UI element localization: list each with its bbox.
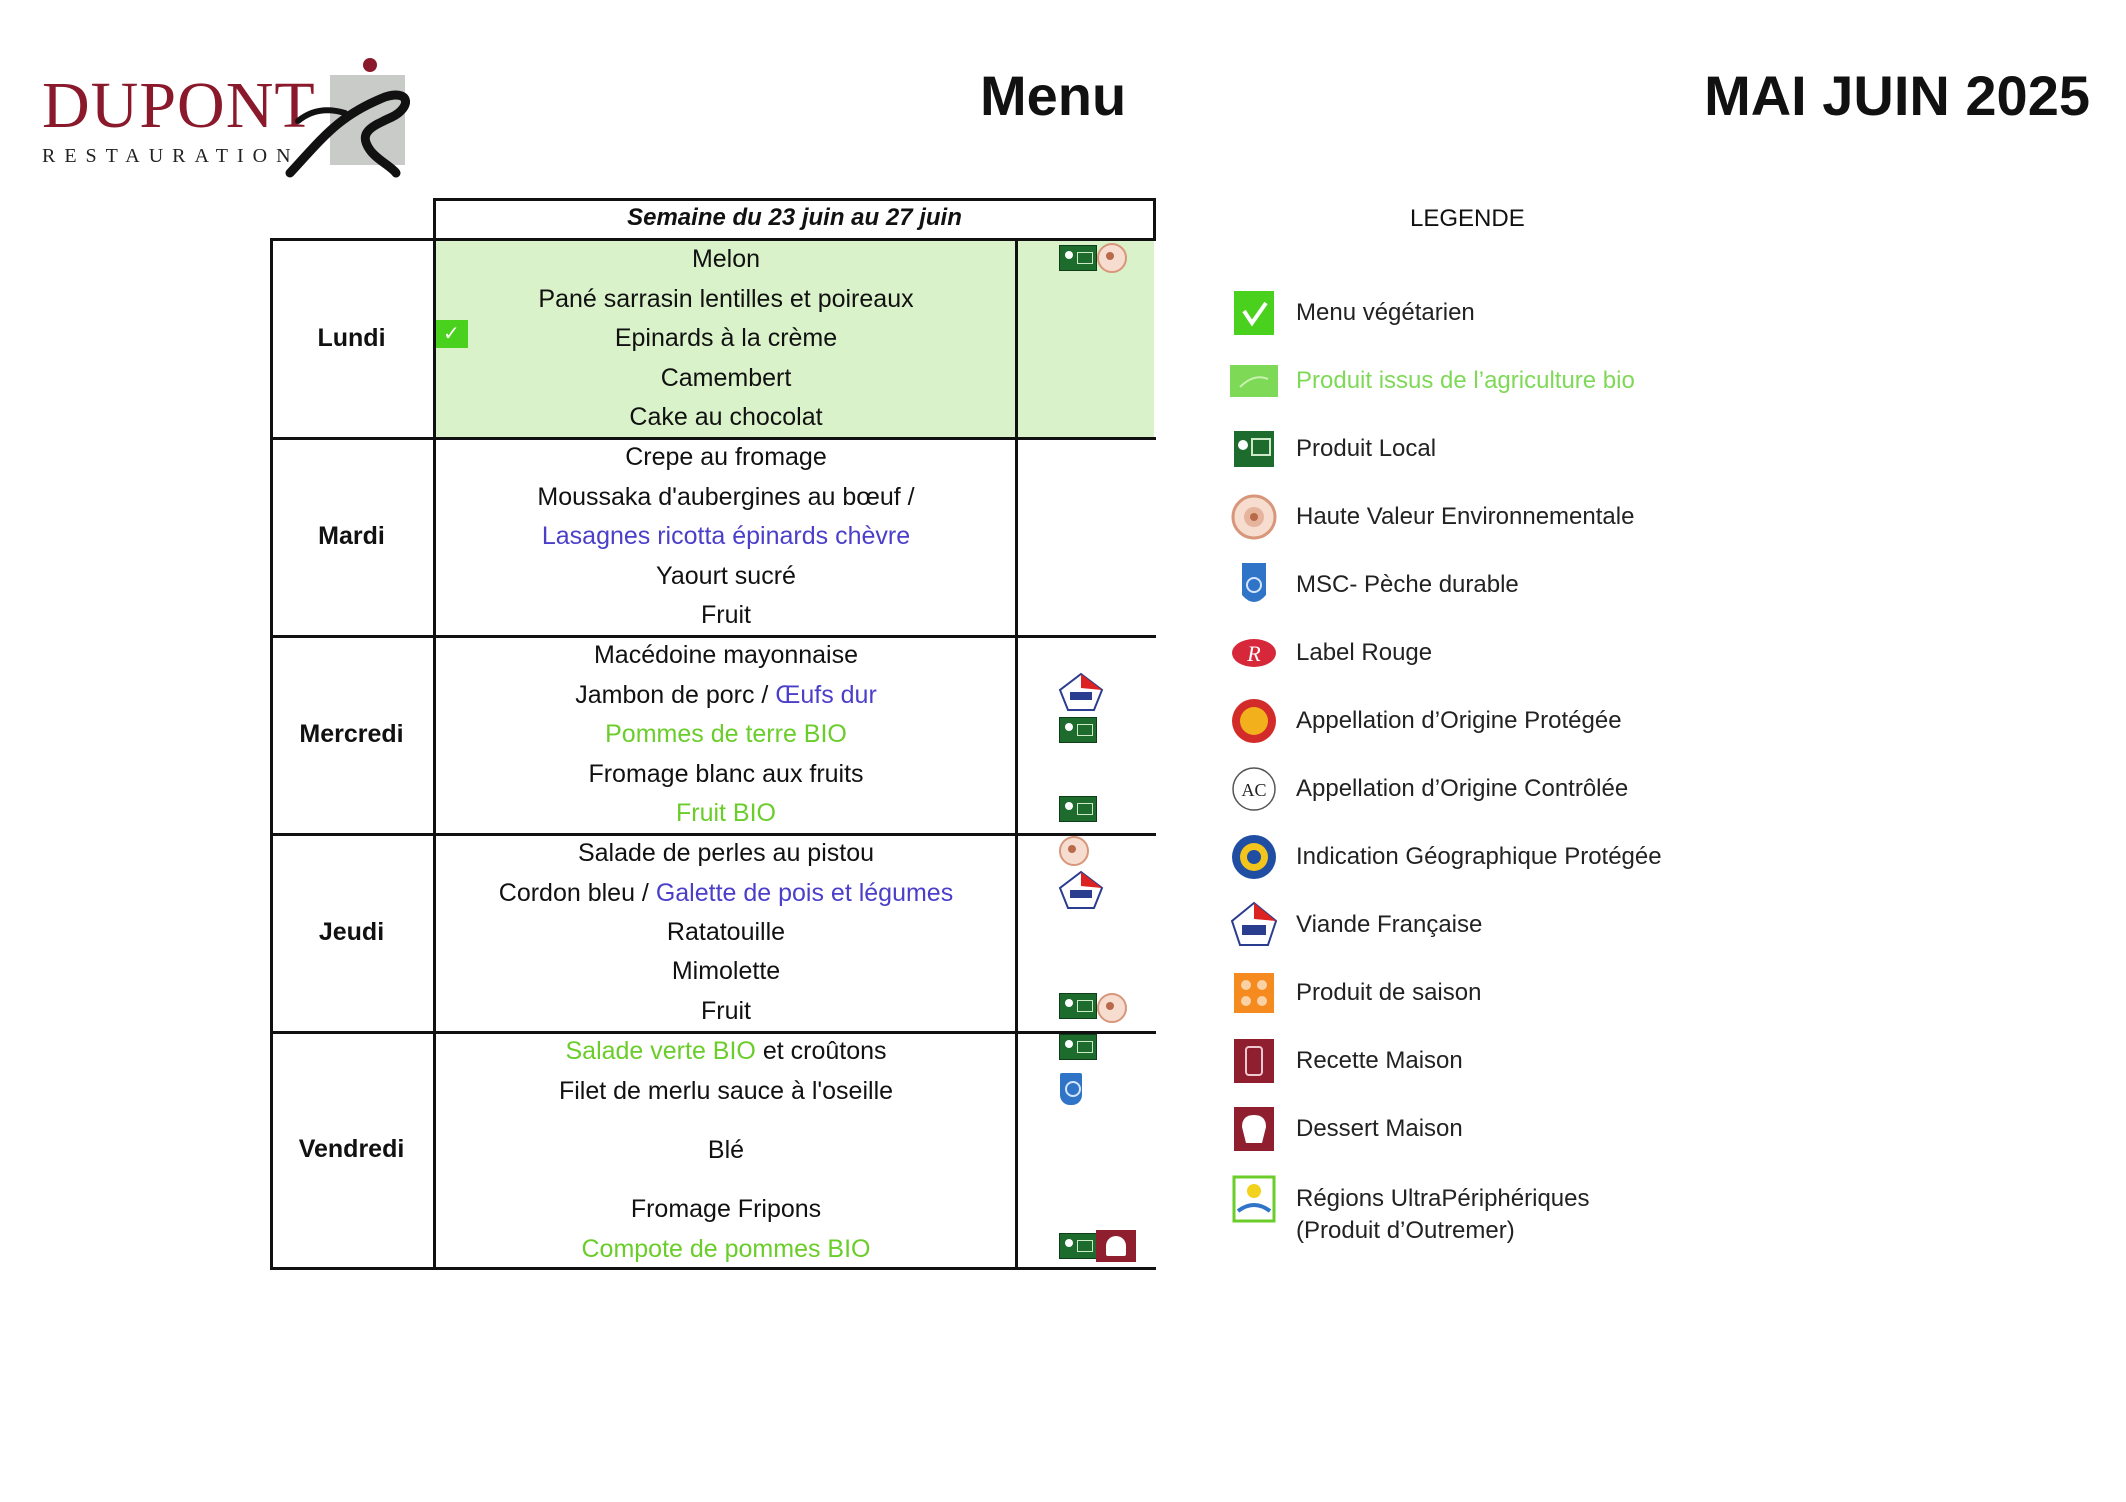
legend-label: Régions UltraPériphériques — [1296, 1185, 1590, 1212]
dish-vendredi-2: Filet de merlu sauce à l'oseille — [558, 1077, 894, 1105]
legend-title: LEGENDE — [1410, 205, 1525, 232]
dish-vendredi-5: Compote de pommes BIO — [581, 1235, 871, 1263]
dish-mardi-4: Yaourt sucré — [656, 562, 796, 590]
day-label-mardi: Mardi — [318, 522, 385, 550]
local-product-icon — [1059, 245, 1097, 271]
svg-text:R: R — [1246, 641, 1261, 666]
dish-lundi-4: Camembert — [660, 364, 792, 392]
local-product-icon — [1059, 1034, 1097, 1060]
dish-mercredi-1: Macédoine mayonnaise — [593, 641, 859, 669]
day-label-jeudi: Jeudi — [318, 918, 385, 946]
local-product-icon — [1059, 993, 1097, 1019]
legend-label: Appellation d’Origine Contrôlée — [1296, 775, 1629, 802]
legend-label: MSC- Pèche durable — [1296, 571, 1519, 598]
legend-label: Produit issus de l’agriculture bio — [1296, 367, 1635, 394]
viande-francaise-icon — [1230, 901, 1278, 946]
hve-icon — [1059, 836, 1089, 866]
dish-mercredi-4: Fromage blanc aux fruits — [588, 760, 864, 788]
day-label-mercredi: Mercredi — [299, 720, 404, 748]
local-product-icon — [1059, 1233, 1097, 1259]
legend-label: Produit de saison — [1296, 979, 1482, 1006]
aop-icon — [1232, 699, 1276, 743]
dessert-maison-icon — [1234, 1107, 1274, 1151]
vegetarian-day-highlight — [435, 240, 1154, 438]
svg-text:AC: AC — [1241, 780, 1266, 800]
label-rouge-icon: R — [1232, 639, 1276, 667]
week-header: Semaine du 23 juin au 27 juin — [627, 204, 962, 231]
menu-table: Semaine du 23 juin au 27 juin Lundi Mard… — [270, 198, 1156, 1270]
local-product-icon — [1234, 431, 1274, 467]
logo-sub-text: RESTAURATION — [42, 145, 300, 167]
legend-label: Viande Française — [1296, 911, 1483, 938]
dish-mardi-1: Crepe au fromage — [625, 443, 827, 471]
legend-label-secondary: (Produit d’Outremer) — [1296, 1217, 1515, 1244]
dish-jeudi-4: Mimolette — [671, 957, 781, 985]
aoc-icon: AC — [1232, 767, 1276, 811]
dish-lundi-2: Pané sarrasin lentilles et poireaux — [538, 285, 914, 313]
recette-maison-icon — [1234, 1039, 1274, 1083]
igp-icon — [1232, 835, 1276, 879]
logo-brand-text: DUPONT — [42, 69, 316, 142]
dish-vendredi-1: Salade verte BIO et croûtons — [565, 1037, 887, 1065]
dish-vendredi-3: Blé — [707, 1136, 745, 1164]
legend-label: Label Rouge — [1296, 639, 1433, 666]
period-title: MAI JUIN 2025 — [1704, 64, 2090, 127]
dish-mardi-5: Fruit — [701, 601, 751, 629]
local-product-icon — [1059, 796, 1097, 822]
legend-label: Haute Valeur Environnementale — [1296, 503, 1635, 530]
logo-figure-icon — [285, 58, 410, 178]
dish-jeudi-2: Cordon bleu / Galette de pois et légumes — [498, 879, 954, 907]
day-label-lundi: Lundi — [317, 324, 386, 352]
dish-mardi-3: Lasagnes ricotta épinards chèvre — [541, 522, 911, 550]
dish-mercredi-3: Pommes de terre BIO — [605, 720, 847, 748]
dish-jeudi-5: Fruit — [701, 997, 751, 1025]
viande-francaise-icon — [1058, 870, 1104, 909]
dish-jeudi-3: Ratatouille — [666, 918, 786, 946]
msc-icon — [1060, 1073, 1082, 1105]
legend-label: Indication Géographique Protégée — [1296, 843, 1662, 870]
legend-label: Produit Local — [1296, 435, 1437, 462]
dish-lundi-3: Epinards à la crème — [614, 324, 838, 352]
vegetarian-icon — [436, 320, 468, 348]
vegetarian-icon — [1234, 291, 1274, 335]
bio-icon — [1230, 365, 1278, 397]
dish-mercredi-2: Jambon de porc / Œufs dur — [575, 681, 877, 709]
hve-icon — [1231, 494, 1277, 540]
legend-label: Recette Maison — [1296, 1047, 1463, 1074]
legend-label: Dessert Maison — [1296, 1115, 1463, 1142]
dish-jeudi-1: Salade de perles au pistou — [577, 839, 875, 867]
hve-icon — [1097, 993, 1127, 1023]
dish-mercredi-5: Fruit BIO — [675, 799, 776, 827]
dupont-restauration-logo: DUPONT RESTAURATION — [40, 55, 410, 185]
msc-icon — [1242, 563, 1266, 602]
legend-label: Appellation d’Origine Protégée — [1296, 707, 1622, 734]
dish-mardi-2: Moussaka d'aubergines au bœuf / — [537, 483, 915, 511]
local-product-icon — [1059, 717, 1097, 743]
dish-lundi-5: Cake au chocolat — [629, 403, 823, 431]
viande-francaise-icon — [1058, 672, 1104, 711]
seasonal-icon — [1234, 973, 1274, 1013]
hve-icon — [1097, 243, 1127, 273]
page-title: Menu — [980, 64, 1127, 127]
legend-label: Menu végétarien — [1296, 299, 1475, 326]
rup-icon — [1232, 1175, 1276, 1223]
dessert-maison-icon — [1096, 1230, 1136, 1262]
dish-lundi-1: Melon — [691, 245, 761, 273]
dish-vendredi-4: Fromage Fripons — [630, 1195, 822, 1223]
day-label-vendredi: Vendredi — [298, 1135, 405, 1163]
